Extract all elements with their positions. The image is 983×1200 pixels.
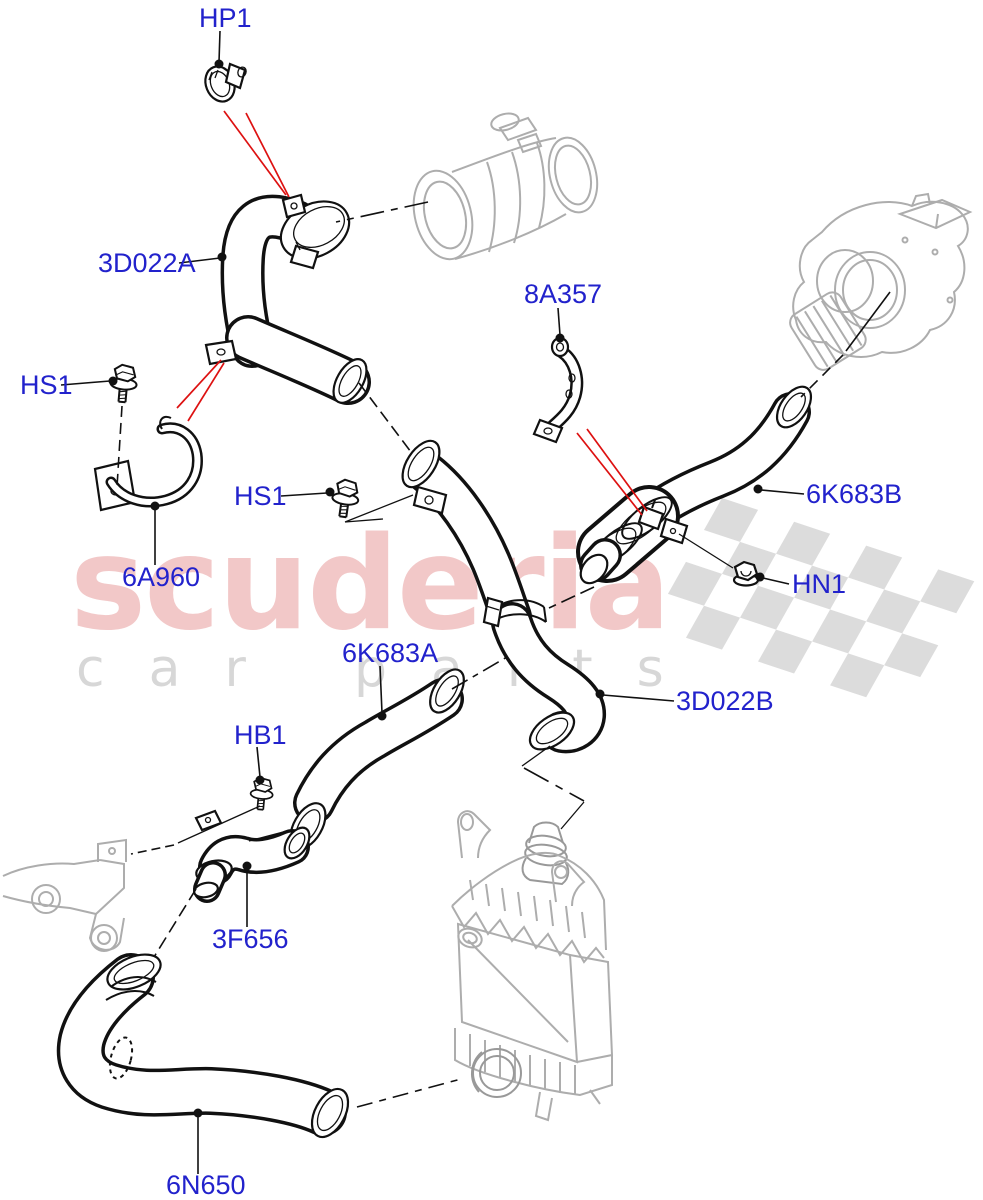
- watermark: scuderia car parts: [70, 498, 975, 699]
- checkered-flag: [667, 498, 975, 698]
- hose-6k683b-clamp-tab: [637, 505, 665, 531]
- turbocharger-reference: [789, 192, 973, 371]
- red-locator-lines: [176, 110, 648, 516]
- hose-6k683b-stud-tab: [659, 517, 689, 545]
- part-label-hs1-right[interactable]: HS1: [234, 481, 287, 511]
- mount-bracket-reference: [2, 838, 127, 952]
- hose-6k683b: [575, 385, 813, 585]
- part-label-6n650[interactable]: 6N650: [166, 1170, 246, 1200]
- nut-hn1-icon: [732, 560, 760, 587]
- hose-3d022b-tab: [412, 485, 448, 515]
- watermark-subtitle-word1: car: [76, 639, 290, 699]
- bracket-6a960: [93, 415, 203, 512]
- connector-3f656-tab: [194, 809, 223, 832]
- part-labels: HP1 3D022A HS1 6A960 HS1 8A357 6K683B HN…: [20, 3, 902, 1200]
- watermark-brand-text: scuderia: [70, 510, 669, 659]
- part-label-6a960[interactable]: 6A960: [122, 562, 200, 592]
- hose-3d022a-upper-tab: [281, 193, 307, 219]
- part-label-hp1[interactable]: HP1: [199, 3, 252, 33]
- part-label-8a357[interactable]: 8A357: [524, 279, 602, 309]
- assembly-alignment-lines: [116, 201, 891, 1108]
- part-label-3d022b[interactable]: 3D022B: [676, 686, 774, 716]
- hose-3d022b-clamp: [482, 596, 547, 628]
- part-label-6k683b[interactable]: 6K683B: [806, 479, 902, 509]
- intercooler-reference: [451, 810, 614, 1122]
- air-duct-reference: [412, 112, 599, 261]
- part-label-hb1[interactable]: HB1: [234, 720, 287, 750]
- part-label-6k683a[interactable]: 6K683A: [342, 638, 438, 668]
- hose-3d022b: [401, 439, 585, 757]
- hose-3d022a-lower-tab: [204, 339, 238, 366]
- hose-clamp-hp1-icon: [204, 62, 247, 103]
- part-label-hn1[interactable]: HN1: [792, 569, 846, 599]
- leader-lines: [60, 30, 805, 1174]
- bracket-8a357: [532, 336, 584, 444]
- part-label-3f656[interactable]: 3F656: [212, 924, 289, 954]
- part-label-3d022a[interactable]: 3D022A: [98, 248, 196, 278]
- hose-3d022a: [204, 193, 373, 408]
- hose-6n650: [81, 948, 350, 1139]
- connector-3f656: [193, 809, 311, 899]
- part-label-hs1-left[interactable]: HS1: [20, 370, 73, 400]
